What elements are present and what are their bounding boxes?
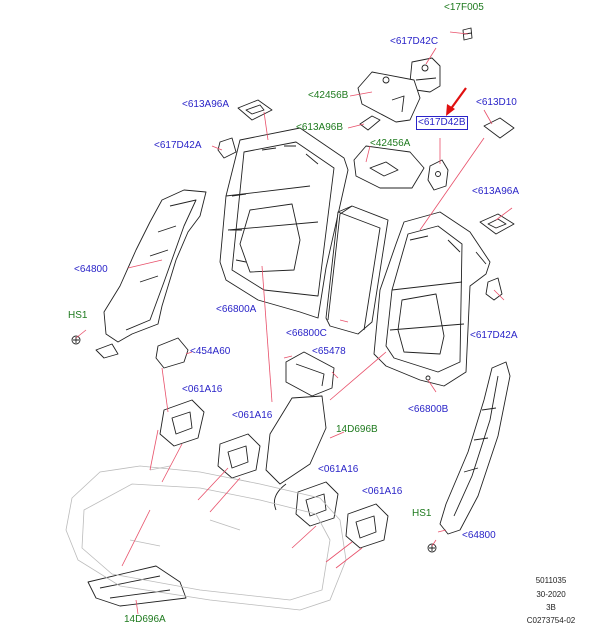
clip-613a96b (359, 115, 381, 131)
seat-back-left-66800a (219, 127, 349, 319)
latch-cover-1 (159, 399, 205, 447)
armrest-66800c (325, 205, 389, 335)
label-64800-right[interactable]: <64800 (462, 530, 496, 541)
label-617d42c[interactable]: <617D42C (390, 36, 439, 47)
label-66800a[interactable]: <66800A (216, 304, 257, 315)
side-trim-right-64800 (439, 361, 511, 535)
cupholder-65478 (285, 351, 335, 397)
seat-back-right-66800b (373, 211, 491, 387)
ref-line-3: 3B (546, 603, 556, 612)
label-17f005[interactable]: <17F005 (444, 2, 484, 13)
label-613a96a-top[interactable]: <613A96A (182, 99, 229, 110)
label-454a60[interactable]: <454A60 (190, 346, 231, 357)
ref-line-2: 30-2020 (536, 590, 566, 599)
label-617d42a-right[interactable]: <617D42A (470, 330, 518, 341)
label-613d10[interactable]: <613D10 (476, 97, 517, 108)
latch-cover-3 (295, 481, 339, 527)
latch-cover-4 (345, 503, 389, 549)
label-14d696b[interactable]: 14D696B (336, 424, 378, 435)
heater-mat-14d696a (87, 565, 187, 607)
label-061a16-2[interactable]: <061A16 (232, 410, 273, 421)
label-64800-left[interactable]: <64800 (74, 264, 108, 275)
label-617d42a-left[interactable]: <617D42A (154, 140, 202, 151)
clip-613a96a-left (237, 99, 273, 121)
screw-hs1-left (71, 335, 81, 345)
label-613a96b[interactable]: <613A96B (296, 122, 343, 133)
label-061a16-4[interactable]: <061A16 (362, 486, 403, 497)
label-42456a[interactable]: <42456A (370, 138, 411, 149)
label-66800b[interactable]: <66800B (408, 404, 449, 415)
label-061a16-3[interactable]: <061A16 (318, 464, 359, 475)
panel-42456a (353, 145, 425, 189)
ref-line-4: C0273754-02 (526, 616, 576, 625)
bracket-617d42a-right (485, 277, 503, 301)
side-trim-left-64800 (95, 189, 207, 359)
label-617d42b-selected[interactable]: <617D42B (416, 116, 468, 130)
cap-613d10 (483, 117, 515, 139)
clip-613a96a-right (479, 213, 515, 235)
heater-mat-14d696b (265, 395, 327, 511)
bracket-617d42b (427, 159, 449, 191)
label-42456b[interactable]: <42456B (308, 90, 349, 101)
leader-lines (75, 31, 513, 615)
label-613a96a-right[interactable]: <613A96A (472, 186, 519, 197)
screw-hs1-right (427, 543, 437, 553)
latch-cover-2 (217, 433, 261, 479)
selected-pointer-arrow (446, 87, 467, 116)
label-hs1-right[interactable]: HS1 (412, 508, 432, 519)
label-65478[interactable]: <65478 (312, 346, 346, 357)
label-hs1-left[interactable]: HS1 (68, 310, 88, 321)
clip-454a60 (155, 337, 189, 369)
label-66800c[interactable]: <66800C (286, 328, 327, 339)
ref-line-1: 5011035 (535, 576, 567, 585)
label-14d696a[interactable]: 14D696A (124, 614, 166, 625)
panel-42456b (357, 71, 421, 123)
bracket-617d42a-left (217, 137, 237, 159)
label-061a16-1[interactable]: <061A16 (182, 384, 223, 395)
